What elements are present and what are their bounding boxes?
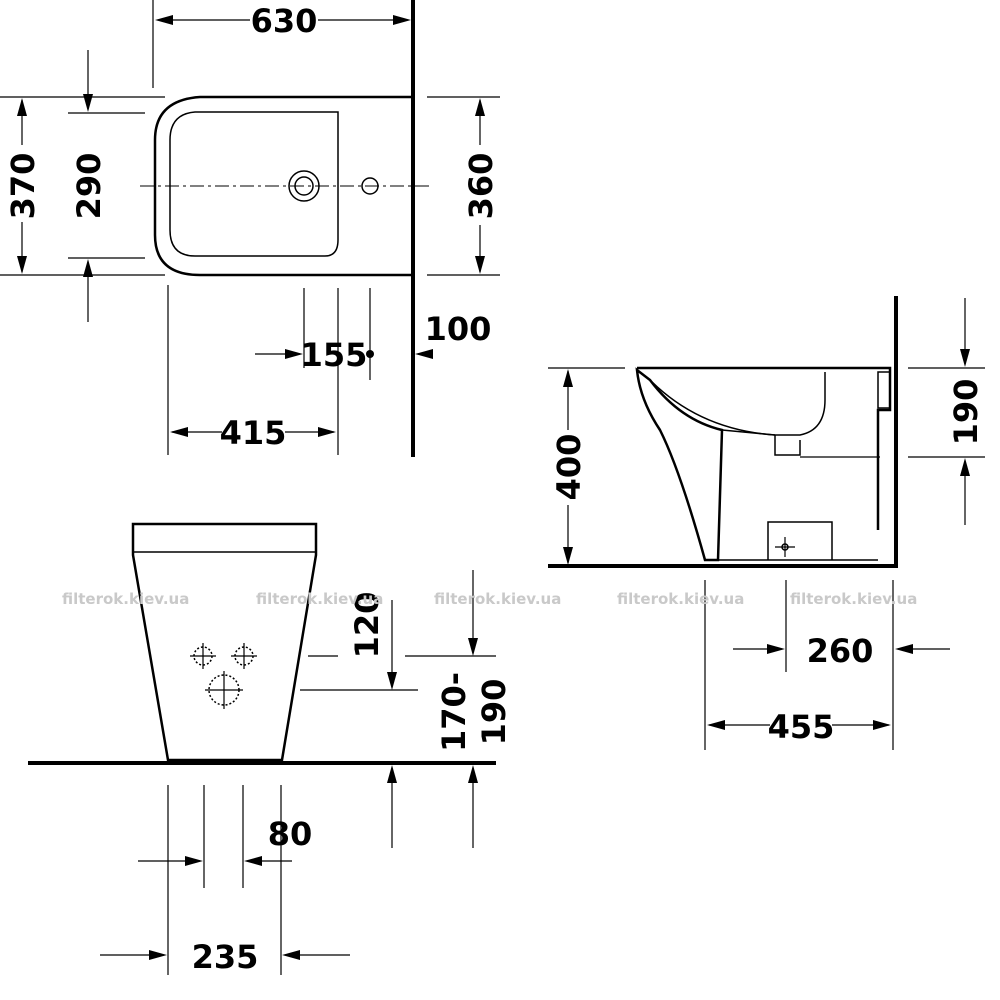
dim-120-label: 120 xyxy=(348,592,386,659)
watermark: filterok.kiev.ua xyxy=(617,590,744,608)
front-view-hole-left xyxy=(190,643,216,669)
side-view-trap xyxy=(774,435,801,456)
arrow xyxy=(170,427,188,437)
top-view: 630 370 290 360 155 xyxy=(0,0,500,457)
dim-235-label: 235 xyxy=(192,938,259,976)
arrow xyxy=(285,349,303,359)
dim-630-label: 630 xyxy=(251,2,318,40)
arrow xyxy=(318,427,336,437)
watermark: filterok.kiev.ua xyxy=(790,590,917,608)
side-view-inlet xyxy=(877,371,891,409)
side-view-front-profile xyxy=(635,367,724,562)
arrow xyxy=(468,638,478,656)
dim-370-label: 370 xyxy=(4,153,42,220)
dim-80-label: 80 xyxy=(268,815,313,853)
dim-170-label: 170- xyxy=(435,672,473,752)
watermark: filterok.kiev.ua xyxy=(62,590,189,608)
arrow xyxy=(475,98,485,116)
arrow xyxy=(563,369,573,387)
watermark: filterok.kiev.ua xyxy=(256,590,383,608)
arrow xyxy=(873,720,891,730)
dim-415-label: 415 xyxy=(220,414,287,452)
arrow xyxy=(83,259,93,277)
arrow xyxy=(282,950,300,960)
dim-360-label: 360 xyxy=(462,153,500,220)
arrow xyxy=(83,94,93,112)
top-view-bowl-inner xyxy=(169,111,339,257)
dim-100-label: 100 xyxy=(425,310,492,348)
side-view-bowl-base xyxy=(721,429,776,436)
arrow xyxy=(960,458,970,476)
arrow xyxy=(563,547,573,565)
watermarks: filterok.kiev.ua filterok.kiev.ua filter… xyxy=(62,590,917,608)
side-view-rim xyxy=(637,366,892,530)
arrow xyxy=(960,349,970,367)
front-view-body xyxy=(131,522,318,762)
arrow xyxy=(387,672,397,690)
arrow xyxy=(149,950,167,960)
dim-190-front-label: 190 xyxy=(475,679,513,746)
arrow xyxy=(185,856,203,866)
top-view-tap-hole-outer xyxy=(288,170,320,202)
dim-260-label: 260 xyxy=(807,632,874,670)
arrow xyxy=(468,765,478,783)
arrow xyxy=(155,15,173,25)
arrow xyxy=(387,765,397,783)
top-view-tap-hole-inner xyxy=(294,176,314,196)
front-view-hole-right xyxy=(231,643,257,669)
arrow xyxy=(767,644,785,654)
front-view: 120 170- 190 80 235 xyxy=(28,522,513,976)
top-view-bowl-outline xyxy=(153,95,413,277)
side-view-waste-opening xyxy=(767,521,833,560)
dim-155-dot xyxy=(366,350,374,358)
arrow xyxy=(17,256,27,274)
dim-400-label: 400 xyxy=(550,434,588,501)
dim-155-label: 155 xyxy=(301,336,368,374)
arrow xyxy=(895,644,913,654)
arrow xyxy=(393,15,411,25)
arrow xyxy=(17,98,27,116)
side-view: 400 190 260 455 xyxy=(548,296,985,750)
dim-455-label: 455 xyxy=(768,708,835,746)
top-view-waste-hole xyxy=(361,177,379,195)
front-view-waste-hole xyxy=(205,671,243,709)
arrow xyxy=(244,856,262,866)
dim-190-label: 190 xyxy=(947,379,985,446)
watermark: filterok.kiev.ua xyxy=(434,590,561,608)
side-view-bowl xyxy=(649,372,826,436)
arrow xyxy=(415,349,433,359)
arrow xyxy=(707,720,725,730)
dim-290-label: 290 xyxy=(70,153,108,220)
arrow xyxy=(475,256,485,274)
